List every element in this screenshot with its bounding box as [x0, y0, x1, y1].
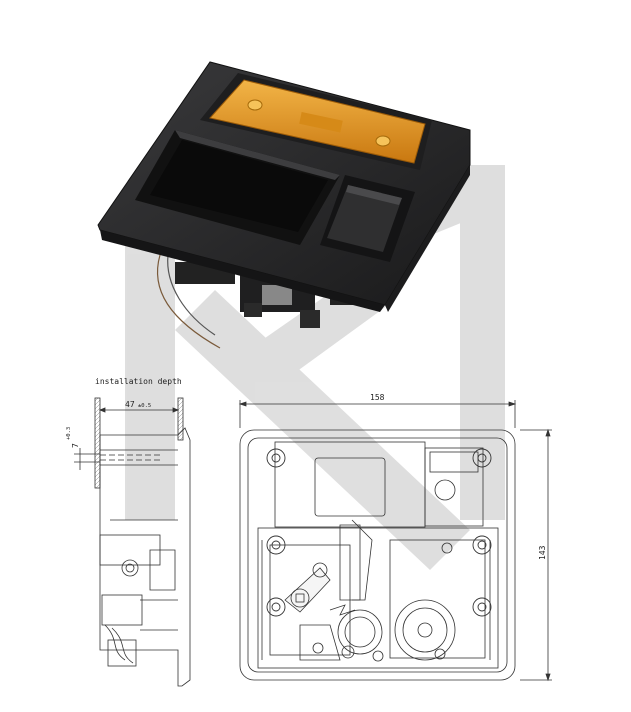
depth-value: 47: [125, 400, 135, 409]
side-screw: [121, 559, 139, 577]
offset-tolerance: +0.3: [66, 427, 72, 440]
panel-wall: [94, 397, 101, 489]
housing-profile: [99, 427, 191, 687]
latch-lever: [284, 567, 331, 613]
wire: [156, 254, 221, 349]
installation-depth-label: installation depth: [95, 377, 182, 386]
mounting-screw: [472, 535, 492, 555]
lock-cylinder: [290, 588, 310, 608]
product-photo: [97, 61, 471, 349]
side-view-drawing: installation depth 47 ±0.5 7 +0.3: [66, 377, 191, 687]
lens-screw: [375, 135, 391, 147]
mounting-screw: [266, 535, 286, 555]
large-gear: [394, 599, 456, 661]
button-housing: [424, 447, 484, 527]
mechanism-frame: [257, 527, 499, 669]
mounting-screw: [472, 448, 492, 468]
mounting-screw: [266, 597, 286, 617]
offset-value: 7: [71, 443, 80, 448]
depth-tolerance: ±0.5: [138, 403, 151, 409]
front-view-drawing: 158 143: [238, 393, 552, 682]
small-gear: [337, 609, 383, 655]
panel-wall: [177, 397, 184, 441]
wire: [167, 254, 216, 336]
outer-flange: [239, 429, 516, 681]
mounting-screw: [472, 597, 492, 617]
height-value: 143: [538, 545, 547, 560]
mounting-screw: [266, 448, 286, 468]
lens-screw: [247, 99, 263, 111]
width-value: 158: [370, 393, 385, 402]
